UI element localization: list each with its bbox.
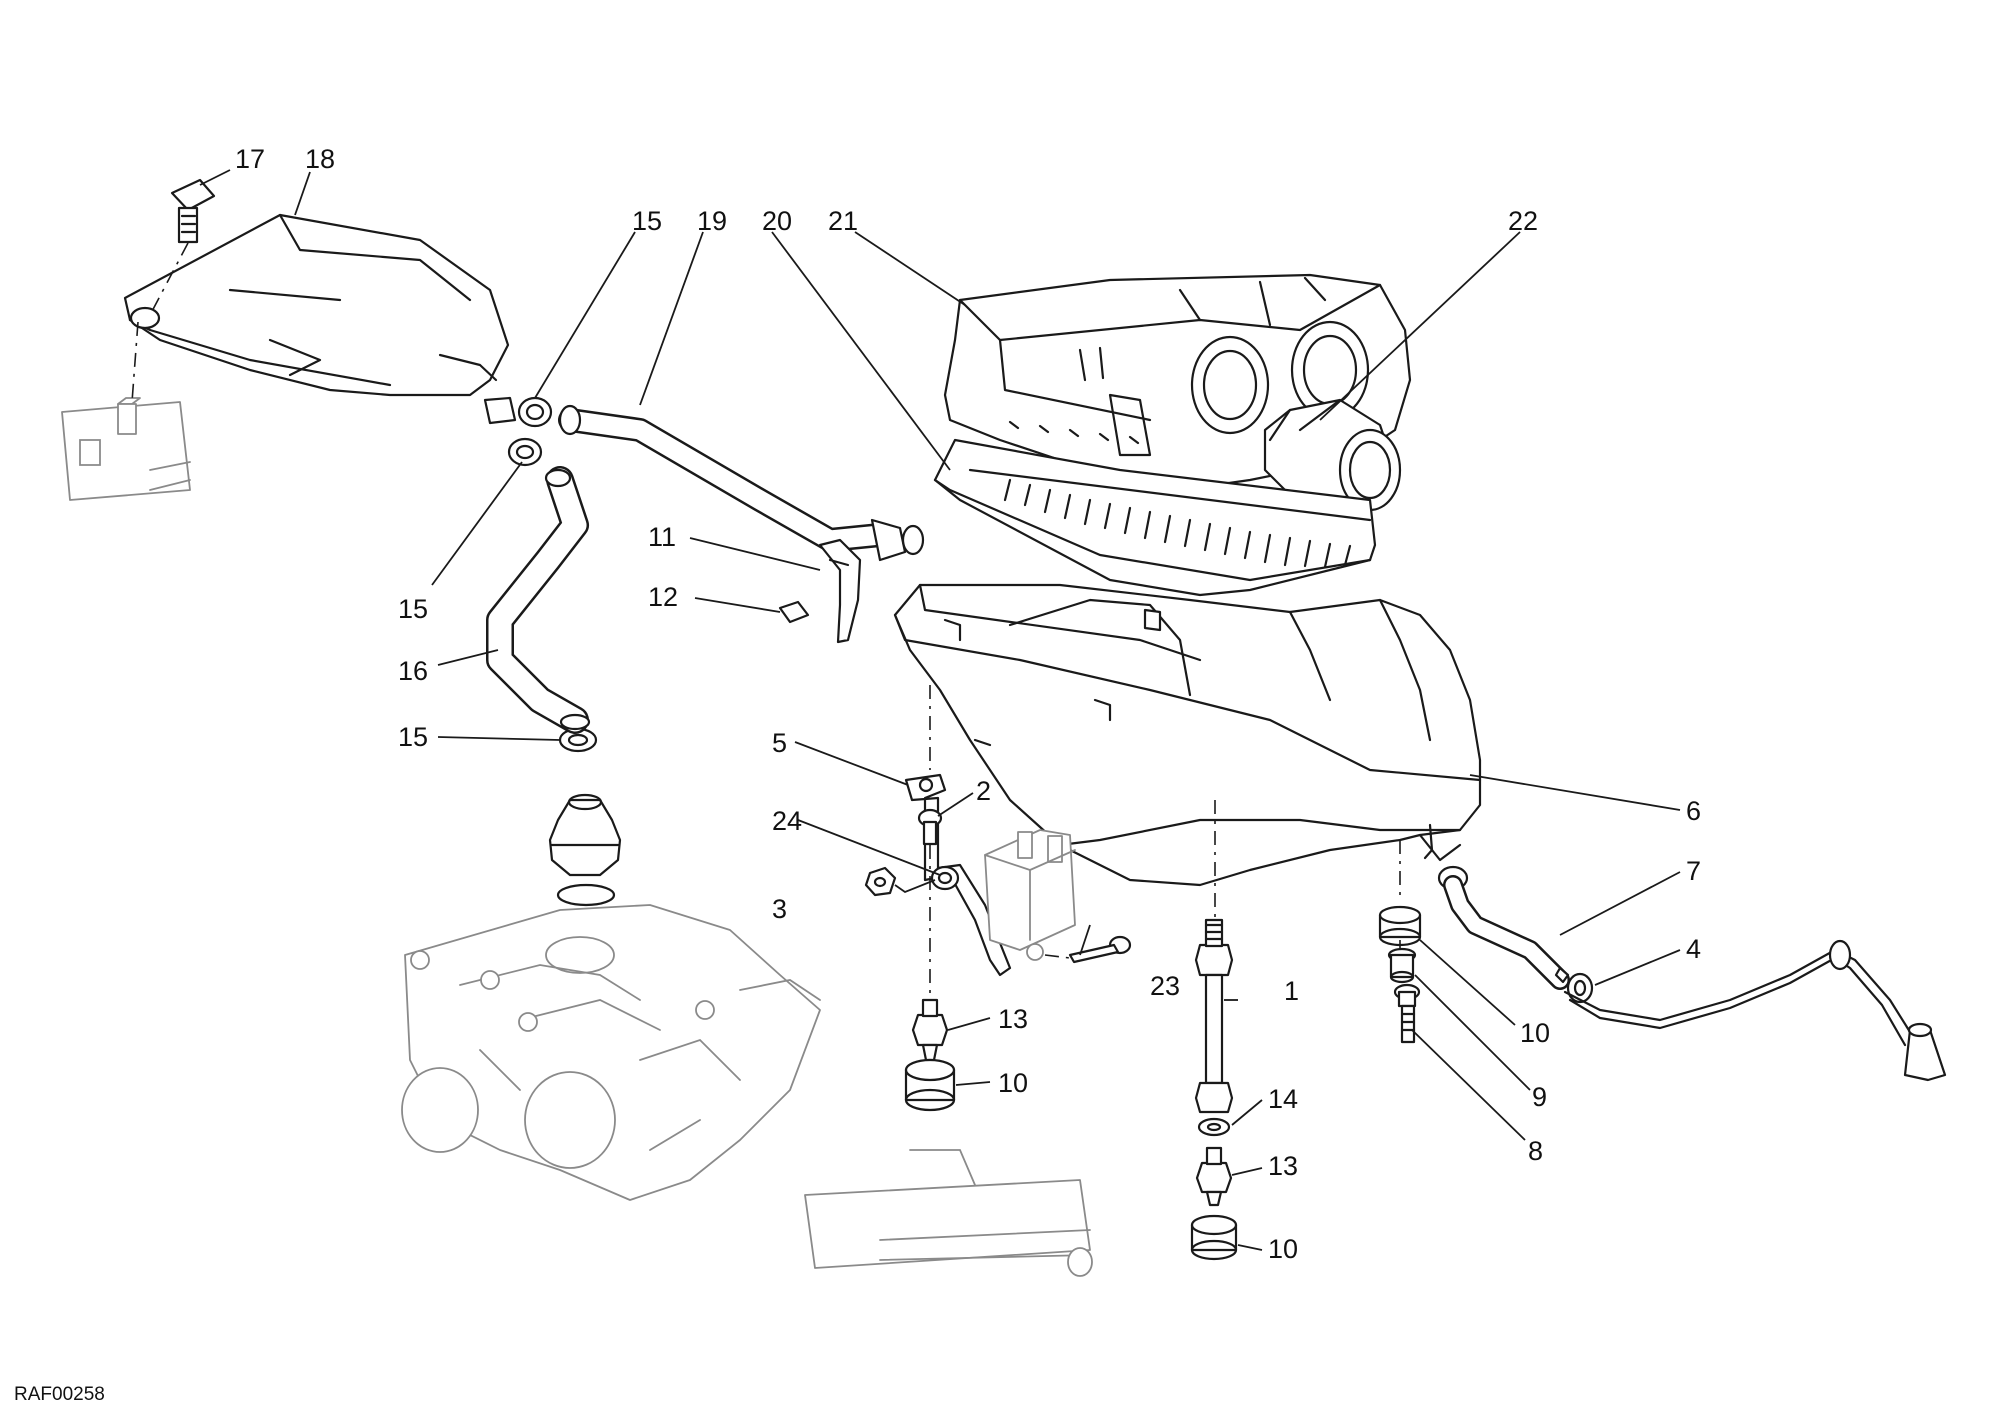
callout-19: 19 [697, 206, 727, 236]
part-9-spacer [1387, 947, 1417, 984]
callout-11: 11 [648, 522, 676, 552]
callout-8: 8 [1528, 1136, 1543, 1166]
part-3-nut [864, 866, 936, 897]
part-12-pin [778, 600, 810, 624]
callout-23: 23 [1150, 971, 1180, 1001]
callout-15-upper: 15 [632, 206, 662, 236]
callout-6: 6 [1686, 796, 1701, 826]
callout-24: 24 [772, 806, 802, 836]
callout-13-left: 13 [998, 1004, 1028, 1034]
part-17-bolt [131, 178, 216, 403]
callout-labels: 17 18 15 19 20 21 22 11 12 15 16 15 5 2 … [235, 144, 1701, 1264]
frame-mount-ghost [61, 397, 191, 501]
callout-13-right: 13 [1268, 1151, 1298, 1181]
callout-17: 17 [235, 144, 265, 174]
frame-rail-ghost [804, 1149, 1093, 1277]
part-20-air-filter [933, 438, 1377, 597]
part-24-grommet [930, 865, 960, 891]
part-4-tube-clamp [1554, 939, 1947, 1082]
drawing-code: RAF00258 [14, 1384, 105, 1405]
part-10-damper-right [1190, 1214, 1238, 1261]
callout-18: 18 [305, 144, 335, 174]
callout-5: 5 [772, 728, 787, 758]
callout-3: 3 [772, 894, 787, 924]
callout-16: 16 [398, 656, 428, 686]
part-15-clamp-mid [507, 437, 543, 467]
part-11-hose-clip [818, 538, 862, 644]
part-10-damper-left [904, 1058, 956, 1112]
part-14-washer [1197, 1117, 1231, 1137]
part-8-bolt [1393, 983, 1421, 1044]
callout-10-left: 10 [998, 1068, 1028, 1098]
part-13-stud-right [1195, 1146, 1233, 1207]
part-1-threaded-rod [1194, 918, 1234, 1114]
part-13-stud-left [911, 998, 949, 1062]
part-10-damper-mid [1378, 905, 1422, 947]
callout-21: 21 [828, 206, 858, 236]
part-19-breather-hose [558, 404, 925, 562]
callout-15-lower: 15 [398, 722, 428, 752]
part-22-intake-duct [1263, 398, 1402, 512]
callout-9: 9 [1532, 1082, 1547, 1112]
part-6-airbox-body [893, 583, 1482, 887]
callout-7: 7 [1686, 856, 1701, 886]
part-2-screw [917, 808, 943, 846]
callout-12: 12 [648, 582, 678, 612]
callout-14-num: 14 [1268, 1084, 1298, 1114]
electronic-unit-ghost [984, 829, 1076, 961]
callout-10-right: 10 [1520, 1018, 1550, 1048]
callout-2: 2 [976, 776, 991, 806]
part-15-clamp-upper [483, 396, 553, 428]
callout-10-bottom: 10 [1268, 1234, 1298, 1264]
callout-1: 1 [1284, 976, 1299, 1006]
part-23-screw [1044, 935, 1132, 964]
callout-22: 22 [1508, 206, 1538, 236]
leader-lines [199, 169, 1681, 1251]
part-16-drain-hose [486, 466, 591, 734]
callout-20: 20 [762, 206, 792, 236]
part-7-drain-tube [1423, 823, 1570, 990]
callout-4: 4 [1686, 934, 1701, 964]
engine-block-ghost [401, 904, 821, 1201]
part-18-breather-tank [123, 213, 510, 397]
grommet-boot [548, 793, 622, 907]
callout-15-mid: 15 [398, 594, 428, 624]
